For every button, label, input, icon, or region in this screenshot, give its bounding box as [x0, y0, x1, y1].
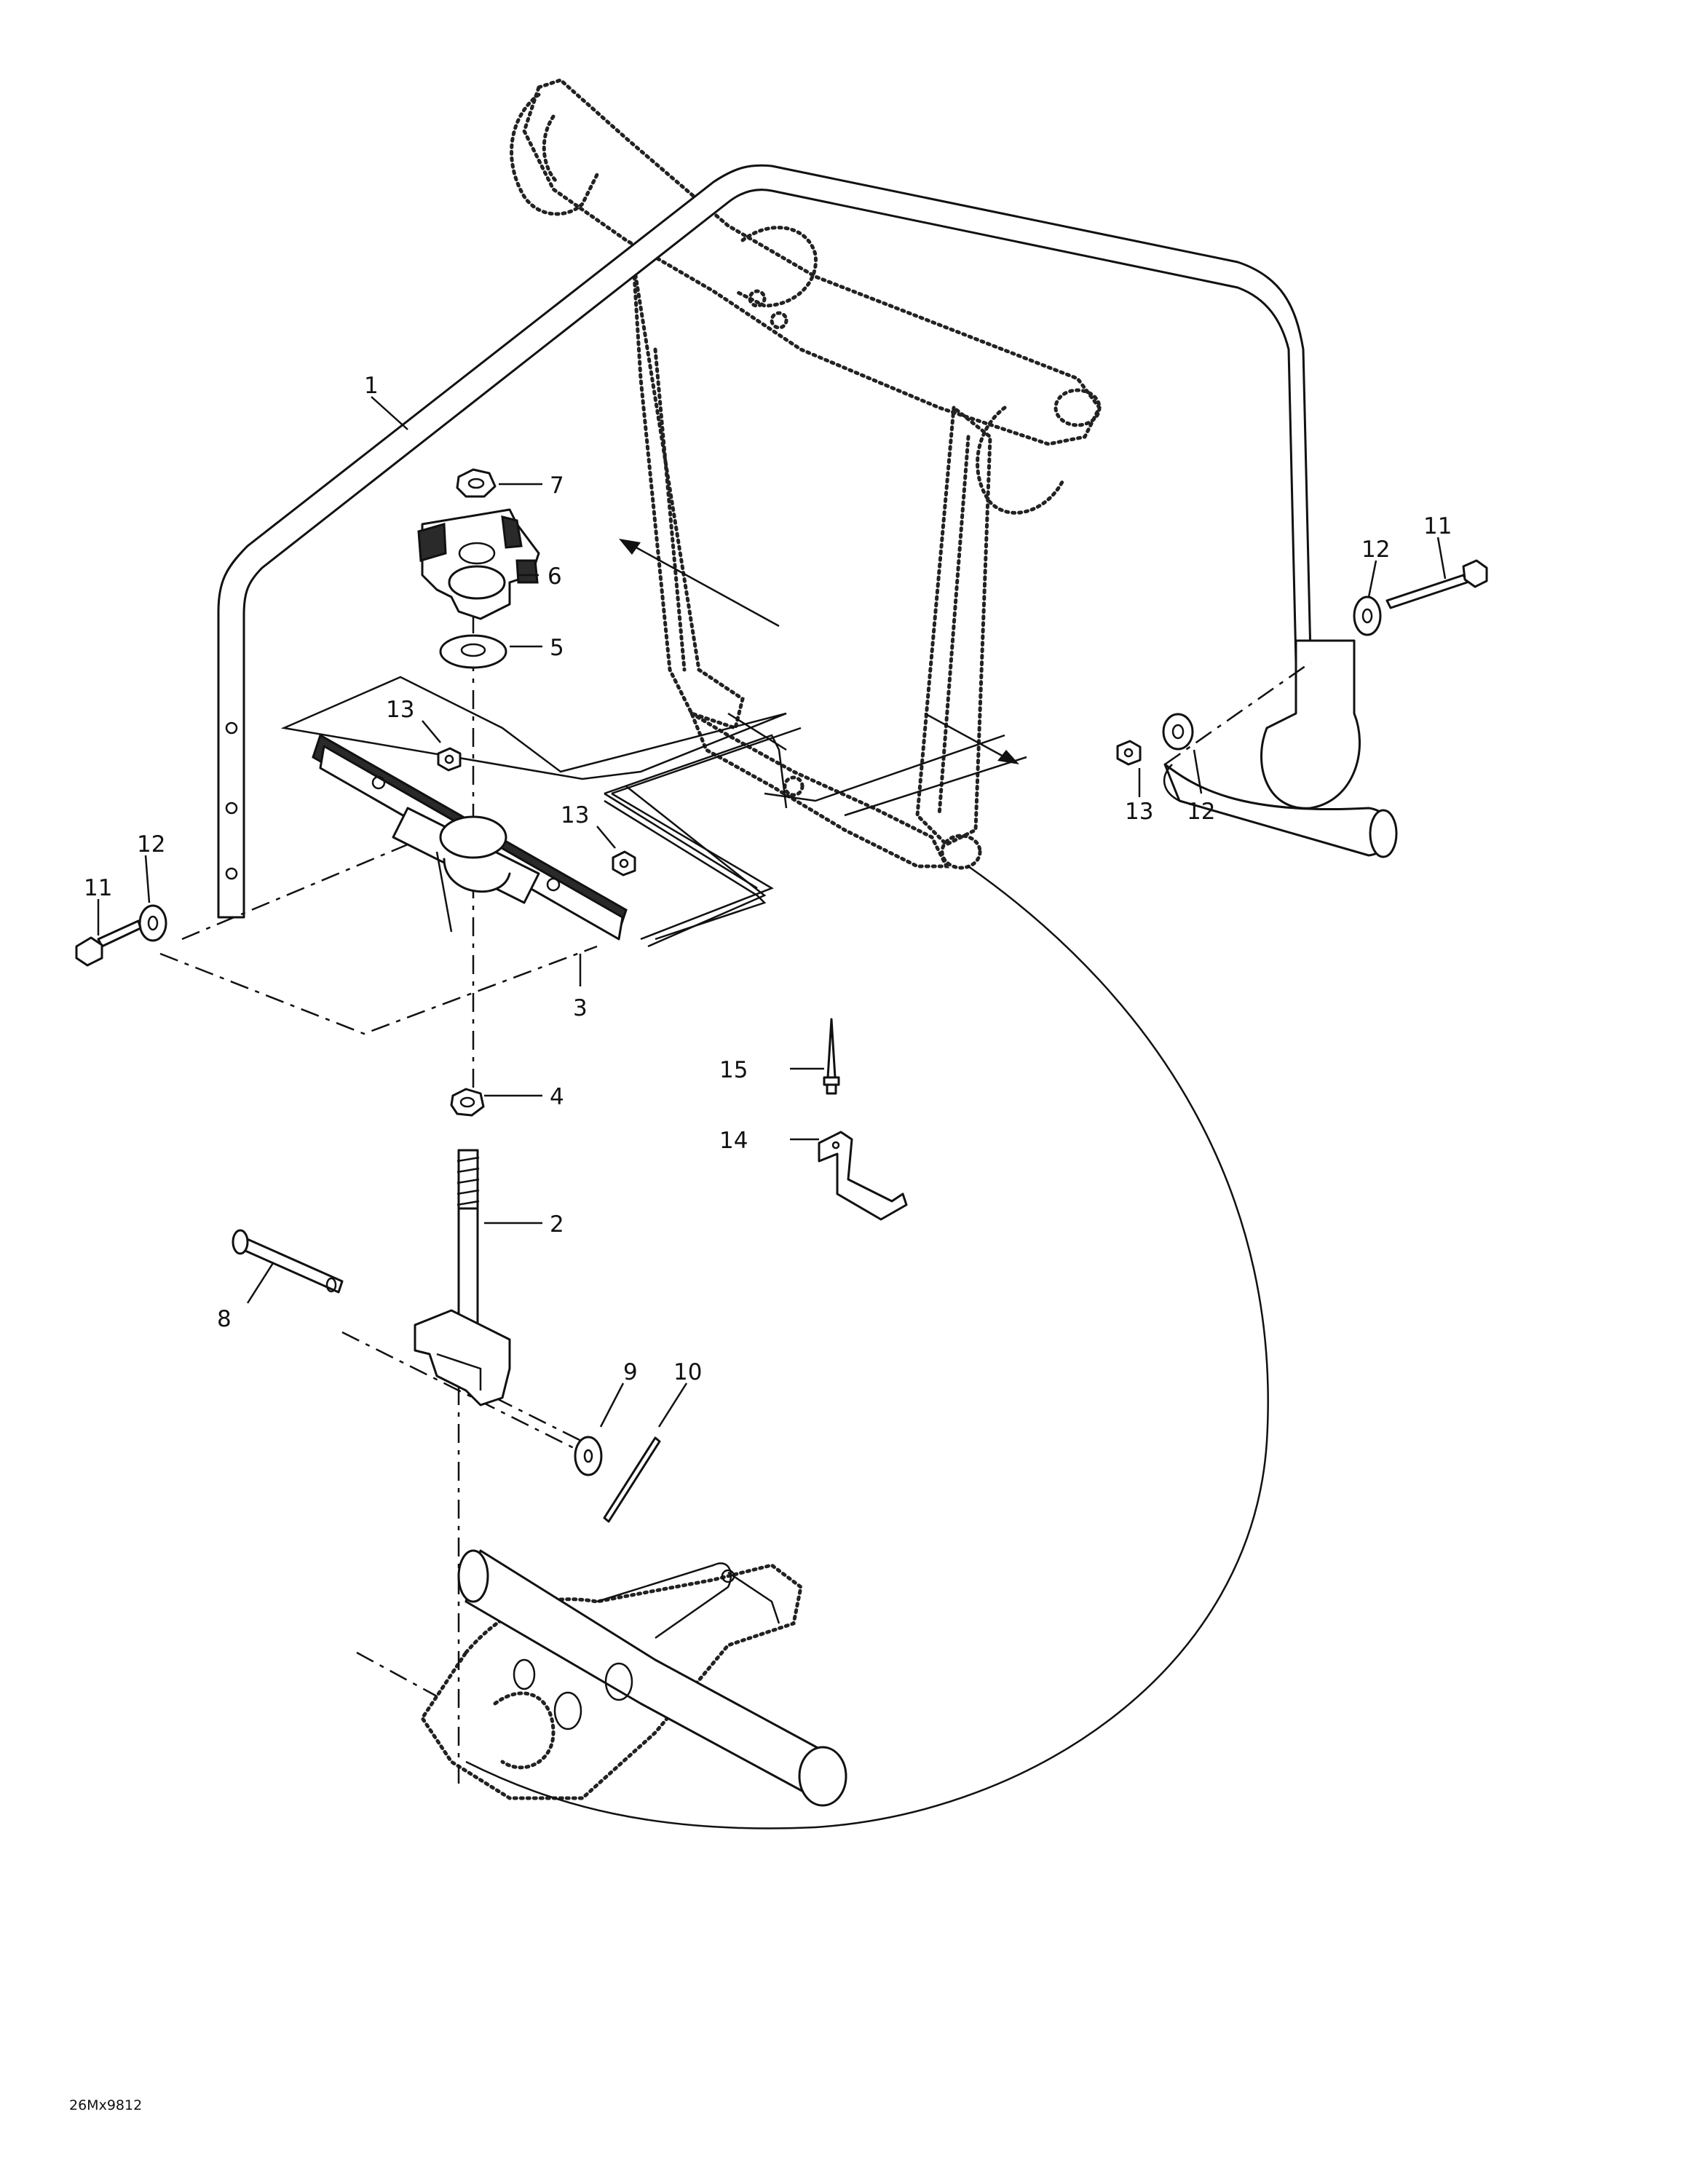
part-13-nut-b [612, 850, 636, 877]
part-8-clevis-pin [232, 1229, 344, 1294]
part-11-bolt-left [75, 919, 142, 967]
lower-pivot-tube [457, 1549, 847, 1807]
part-11-bolt-right [1385, 559, 1488, 609]
callout-6: 6 [548, 563, 562, 590]
part-3-mounting-plate [312, 733, 628, 941]
callout-12-left: 12 [137, 831, 165, 858]
part-7-nut [456, 468, 497, 498]
callout-11-left: 11 [84, 875, 112, 901]
part-14-bracket [818, 1131, 908, 1221]
callout-1: 1 [364, 373, 379, 399]
callout-13-upper: 13 [386, 697, 414, 723]
right-clamp-bracket [1163, 639, 1398, 858]
callout-3: 3 [573, 995, 588, 1021]
reference-curve [465, 865, 1269, 1829]
part-12-washer-left [138, 904, 167, 942]
assembly-lines [159, 539, 1311, 1791]
part-6-adjuster-knob [417, 508, 540, 620]
part-4-nut [450, 1088, 485, 1117]
callout-11-right: 11 [1423, 513, 1452, 539]
diagram-code: 26Mx9812 [69, 2097, 142, 2113]
part-10-cotter-pin [603, 1436, 661, 1523]
callout-14: 14 [719, 1128, 748, 1154]
part-9-washer [574, 1436, 603, 1476]
part-15-rivet [823, 1018, 840, 1095]
part-1-steering-frame [217, 164, 1312, 919]
callout-4: 4 [550, 1084, 564, 1110]
leader-lines [97, 396, 1447, 1428]
callout-8: 8 [217, 1306, 232, 1332]
part-12-washer-right-top [1353, 596, 1382, 636]
part-2-adjuster-rod [414, 1149, 511, 1406]
part-5-washer [439, 634, 507, 669]
callout-10: 10 [673, 1359, 702, 1385]
part-13-nut-c [1116, 740, 1142, 766]
part-13-nut-a [437, 747, 462, 772]
ghost-suspension-frame [419, 78, 1102, 1800]
callout-12-right-bottom: 12 [1187, 799, 1215, 825]
callout-labels: 1 2 3 4 5 6 7 8 9 10 11 11 12 12 12 13 1… [84, 373, 1452, 1385]
callout-15: 15 [719, 1057, 748, 1083]
callout-9: 9 [623, 1359, 638, 1385]
callout-13-middle: 13 [561, 802, 589, 828]
callout-2: 2 [550, 1211, 564, 1238]
callout-5: 5 [550, 635, 564, 661]
part-12-washer-right-bottom [1162, 713, 1194, 751]
callout-7: 7 [550, 472, 564, 499]
callout-12-right-top: 12 [1361, 537, 1390, 563]
callout-13-right: 13 [1125, 799, 1153, 825]
